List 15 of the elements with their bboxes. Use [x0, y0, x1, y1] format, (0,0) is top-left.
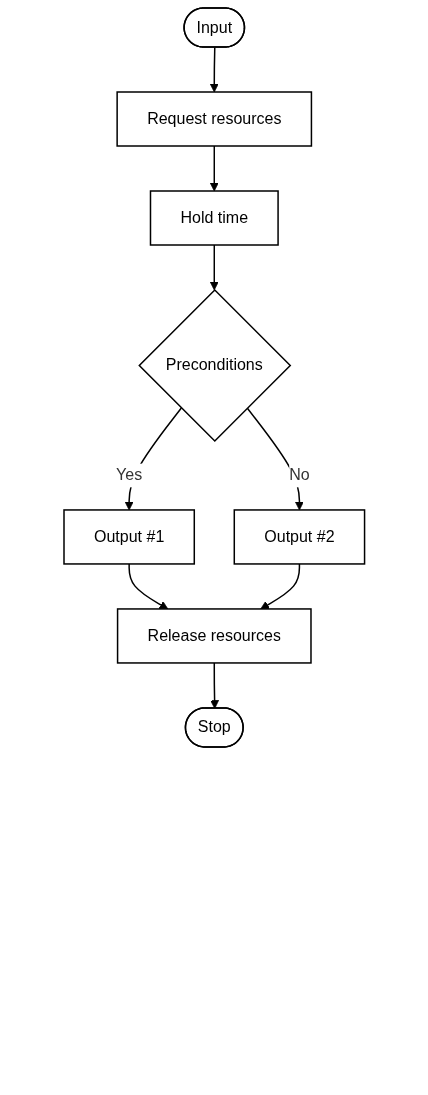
arrow — [209, 46, 219, 93]
node-box: Request resources — [116, 91, 312, 147]
arrow — [246, 407, 304, 511]
arrow — [209, 244, 219, 291]
node-box: Hold time — [149, 190, 279, 246]
edge-label: Yes — [115, 466, 142, 484]
node-diamond: Preconditions — [137, 288, 292, 442]
node-box: Output #1 — [62, 509, 195, 565]
node-box: Release resources — [116, 608, 312, 664]
arrow — [209, 662, 219, 709]
node-box: Output #2 — [233, 509, 366, 565]
arrow — [209, 145, 219, 192]
arrow — [260, 563, 300, 610]
edge-label: No — [288, 466, 310, 484]
arrow — [128, 563, 168, 610]
